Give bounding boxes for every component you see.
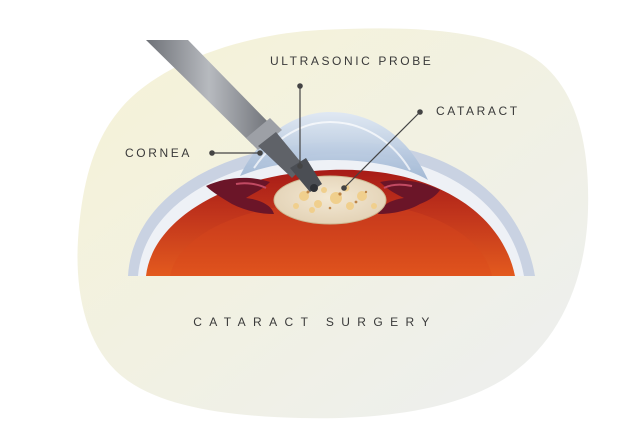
iris-right [378,180,440,214]
leader-lines [209,83,423,191]
iris-left [206,177,274,214]
ultrasonic-probe [146,40,322,192]
lens [273,175,387,225]
diagram-title: CATARACT SURGERY [193,315,437,329]
cornea-label: CORNEA [125,146,192,160]
cataract-label: CATARACT [436,104,520,118]
ultrasonic-probe-label: ULTRASONIC PROBE [270,54,434,68]
